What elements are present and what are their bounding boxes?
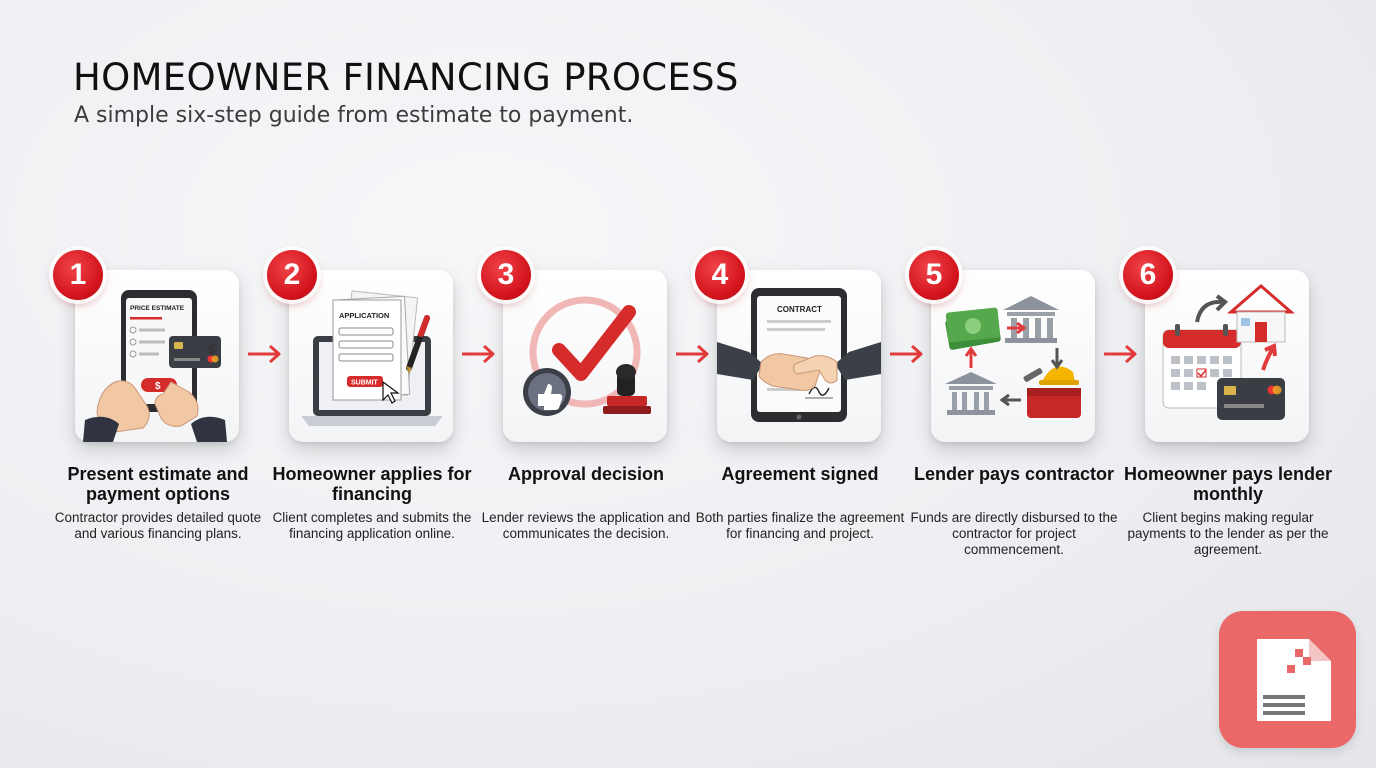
step-number-badge: 5 bbox=[909, 250, 959, 300]
money-bank-transfer-icon bbox=[945, 296, 1081, 418]
step-card: APPLICATION SUBMIT bbox=[289, 270, 453, 442]
tablet-price-estimate-icon: PRICE ESTIMATE $ $ bbox=[83, 290, 227, 442]
bank-icon bbox=[1003, 296, 1059, 343]
bank-icon bbox=[945, 372, 997, 415]
step-number-badge: 1 bbox=[53, 250, 103, 300]
submit-label: SUBMIT bbox=[351, 380, 379, 387]
page-subtitle: A simple six-step guide from estimate to… bbox=[74, 103, 634, 128]
step-description: Client completes and submits the financi… bbox=[272, 510, 472, 541]
step-title: Homeowner applies for financing bbox=[272, 464, 472, 504]
step-title: Homeowner pays lender monthly bbox=[1123, 464, 1333, 504]
page-title: HOMEOWNER FINANCING PROCESS bbox=[73, 56, 739, 99]
step-description: Contractor provides detailed quote and v… bbox=[54, 510, 262, 541]
application-label: APPLICATION bbox=[339, 311, 389, 320]
arrow-right-icon bbox=[462, 344, 495, 364]
approval-checkmark-icon bbox=[523, 296, 651, 416]
step-number-badge: 2 bbox=[267, 250, 317, 300]
step-card bbox=[1145, 270, 1309, 442]
contract-label: CONTRACT bbox=[777, 305, 822, 314]
step-card bbox=[931, 270, 1095, 442]
step-description: Both parties finalize the agreement for … bbox=[695, 510, 905, 541]
calendar-house-payment-icon bbox=[1162, 284, 1296, 420]
step-title: Approval decision bbox=[507, 464, 665, 484]
arrow-right-icon bbox=[1104, 344, 1137, 364]
arrow-right-icon bbox=[676, 344, 709, 364]
toolbox-hardhat-icon bbox=[1023, 366, 1081, 418]
step-title: Present estimate and payment options bbox=[67, 464, 249, 504]
price-estimate-label: PRICE ESTIMATE bbox=[130, 305, 185, 312]
step-number-badge: 4 bbox=[695, 250, 745, 300]
money-stack-icon bbox=[945, 307, 1001, 350]
contract-handshake-icon: CONTRACT bbox=[717, 288, 881, 422]
step-description: Client begins making regular payments to… bbox=[1127, 510, 1329, 557]
step-title: Lender pays contractor bbox=[913, 464, 1115, 484]
step-number-badge: 3 bbox=[481, 250, 531, 300]
step-description: Funds are directly disbursed to the cont… bbox=[910, 510, 1118, 557]
arrow-right-icon bbox=[248, 344, 281, 364]
svg-text:$: $ bbox=[155, 381, 161, 392]
house-icon bbox=[1226, 284, 1296, 343]
step-number-badge: 6 bbox=[1123, 250, 1173, 300]
document-logo-icon bbox=[1219, 611, 1356, 748]
step-card bbox=[503, 270, 667, 442]
credit-card-icon bbox=[1217, 378, 1285, 420]
step-description: Lender reviews the application and commu… bbox=[481, 510, 691, 541]
dollar-sign: $ bbox=[208, 341, 216, 357]
step-card: CONTRACT bbox=[717, 270, 881, 442]
step-title: Agreement signed bbox=[721, 464, 879, 484]
arrow-right-icon bbox=[890, 344, 923, 364]
step-card: PRICE ESTIMATE $ $ bbox=[75, 270, 239, 442]
laptop-application-icon: APPLICATION SUBMIT bbox=[301, 290, 443, 426]
